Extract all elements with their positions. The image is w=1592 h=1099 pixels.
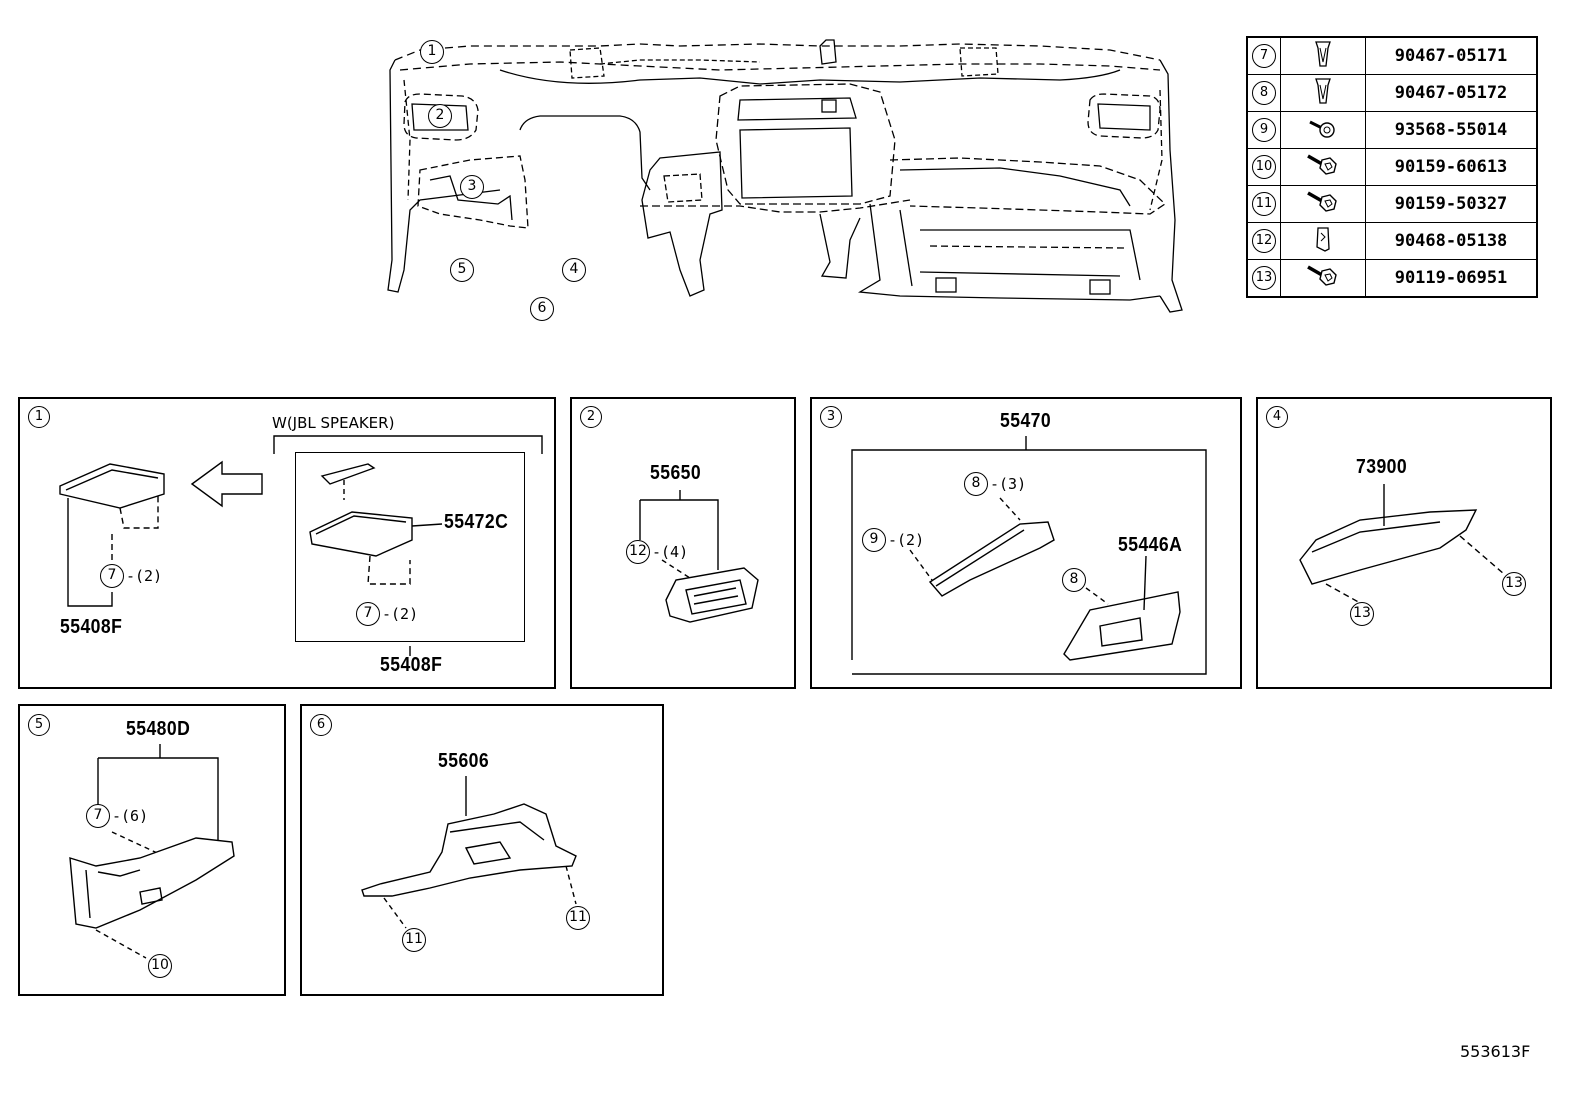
panel-1-left-clip-qty: -(2) bbox=[126, 567, 163, 585]
overview-callout-5[interactable]: 5 bbox=[450, 258, 474, 282]
fastener-ref-cell: 9 bbox=[1246, 111, 1281, 149]
panel-5-bolt-10-callout[interactable]: 10 bbox=[148, 954, 172, 978]
fastener-row: 12 90468-05138 bbox=[1246, 222, 1538, 260]
fastener-part-number[interactable]: 90468-05138 bbox=[1365, 222, 1538, 260]
panel-1-right-clip-callout[interactable]: 7 bbox=[356, 602, 380, 626]
fastener-ref-callout[interactable]: 9 bbox=[1252, 118, 1276, 142]
panel-4-airbag bbox=[1256, 397, 1552, 689]
bolt-icon bbox=[1280, 185, 1366, 223]
fastener-ref-callout[interactable]: 10 bbox=[1252, 155, 1276, 179]
fastener-ref-cell: 13 bbox=[1246, 259, 1281, 298]
overview-callout-6[interactable]: 6 bbox=[530, 297, 554, 321]
panel-3-group-part-number[interactable]: 55470 bbox=[1000, 410, 1052, 432]
panel-1-left-clip-callout[interactable]: 7 bbox=[100, 564, 124, 588]
fastener-row: 8 90467-05172 bbox=[1246, 74, 1538, 112]
fastener-part-number[interactable]: 90159-60613 bbox=[1365, 148, 1538, 186]
fastener-row: 7 90467-05171 bbox=[1246, 36, 1538, 75]
panel-2-clip-qty: -(4) bbox=[652, 543, 689, 561]
panel-3-trim bbox=[810, 397, 1242, 689]
panel-3-number: 3 bbox=[820, 406, 842, 428]
fastener-ref-cell: 7 bbox=[1246, 36, 1281, 75]
fastener-table: 7 90467-05171 8 90467-05172 9 93568-55014 10 90… bbox=[1246, 36, 1538, 298]
overview-callout-1[interactable]: 1 bbox=[420, 40, 444, 64]
panel-1-right-bottom-part-number[interactable]: 55408F bbox=[380, 654, 443, 676]
panel-2-part-number[interactable]: 55650 bbox=[650, 462, 702, 484]
overview-callout-2[interactable]: 2 bbox=[428, 104, 452, 128]
panel-3-clip-8-callout[interactable]: 8 bbox=[964, 472, 988, 496]
panel-4-number: 4 bbox=[1266, 406, 1288, 428]
fastener-part-number[interactable]: 90467-05171 bbox=[1365, 36, 1538, 75]
panel-1-variant-label: W(JBL SPEAKER) bbox=[272, 414, 395, 432]
panel-6-part-number[interactable]: 55606 bbox=[438, 750, 490, 772]
fastener-ref-callout[interactable]: 12 bbox=[1252, 229, 1276, 253]
fastener-part-number[interactable]: 93568-55014 bbox=[1365, 111, 1538, 149]
panel-6-number: 6 bbox=[310, 714, 332, 736]
panel-6-bolt-11-left-callout[interactable]: 11 bbox=[402, 928, 426, 952]
panel-5-clip-qty: -(6) bbox=[112, 807, 149, 825]
fastener-ref-cell: 10 bbox=[1246, 148, 1281, 186]
fastener-ref-callout[interactable]: 11 bbox=[1252, 192, 1276, 216]
panel-1-number: 1 bbox=[28, 406, 50, 428]
panel-4-part-number[interactable]: 73900 bbox=[1356, 456, 1408, 478]
panel-5-number: 5 bbox=[28, 714, 50, 736]
fastener-ref-callout[interactable]: 7 bbox=[1252, 44, 1276, 68]
clip-icon bbox=[1280, 36, 1366, 75]
fastener-part-number[interactable]: 90467-05172 bbox=[1365, 74, 1538, 112]
panel-5-clip-callout[interactable]: 7 bbox=[86, 804, 110, 828]
fastener-row: 13 90119-06951 bbox=[1246, 259, 1538, 298]
panel-3-part-b-number[interactable]: 55446A bbox=[1118, 534, 1183, 556]
bolt-icon bbox=[1280, 259, 1366, 298]
panel-5-lower-panel bbox=[18, 704, 286, 996]
panel-1-jbl-subbox bbox=[295, 452, 525, 642]
panel-3-clip-8-qty: -(3) bbox=[990, 475, 1027, 493]
panel-6-bolt-11-right-callout[interactable]: 11 bbox=[566, 906, 590, 930]
overview-callout-3[interactable]: 3 bbox=[460, 175, 484, 199]
nut-clip-icon bbox=[1280, 222, 1366, 260]
panel-3-screw-9-callout[interactable]: 9 bbox=[862, 528, 886, 552]
panel-3-screw-9-qty: -(2) bbox=[888, 531, 925, 549]
panel-1-right-top-part-number[interactable]: 55472C bbox=[444, 511, 509, 533]
panel-2-number: 2 bbox=[580, 406, 602, 428]
fastener-part-number[interactable]: 90159-50327 bbox=[1365, 185, 1538, 223]
fastener-part-number[interactable]: 90119-06951 bbox=[1365, 259, 1538, 298]
panel-4-bolt-13a-callout[interactable]: 13 bbox=[1502, 572, 1526, 596]
fastener-ref-cell: 11 bbox=[1246, 185, 1281, 223]
fastener-row: 9 93568-55014 bbox=[1246, 111, 1538, 149]
panel-1-left-part-number[interactable]: 55408F bbox=[60, 616, 123, 638]
fastener-row: 10 90159-60613 bbox=[1246, 148, 1538, 186]
clip-icon bbox=[1280, 74, 1366, 112]
bolt-icon bbox=[1280, 148, 1366, 186]
panel-5-part-number[interactable]: 55480D bbox=[126, 718, 191, 740]
panel-2-vent bbox=[570, 397, 796, 689]
figure-id: 553613F bbox=[1460, 1042, 1531, 1061]
screw-icon bbox=[1280, 111, 1366, 149]
fastener-ref-callout[interactable]: 13 bbox=[1252, 266, 1276, 290]
overview-callout-4[interactable]: 4 bbox=[562, 258, 586, 282]
fastener-ref-cell: 12 bbox=[1246, 222, 1281, 260]
panel-4-bolt-13b-callout[interactable]: 13 bbox=[1350, 602, 1374, 626]
fastener-ref-callout[interactable]: 8 bbox=[1252, 81, 1276, 105]
fastener-ref-cell: 8 bbox=[1246, 74, 1281, 112]
panel-2-clip-callout[interactable]: 12 bbox=[626, 540, 650, 564]
panel-6-under-cover bbox=[300, 704, 664, 996]
panel-1-right-clip-qty: -(2) bbox=[382, 605, 419, 623]
fastener-row: 11 90159-50327 bbox=[1246, 185, 1538, 223]
panel-1-speaker-cover bbox=[18, 397, 556, 689]
panel-3-clip-8b-callout[interactable]: 8 bbox=[1062, 568, 1086, 592]
